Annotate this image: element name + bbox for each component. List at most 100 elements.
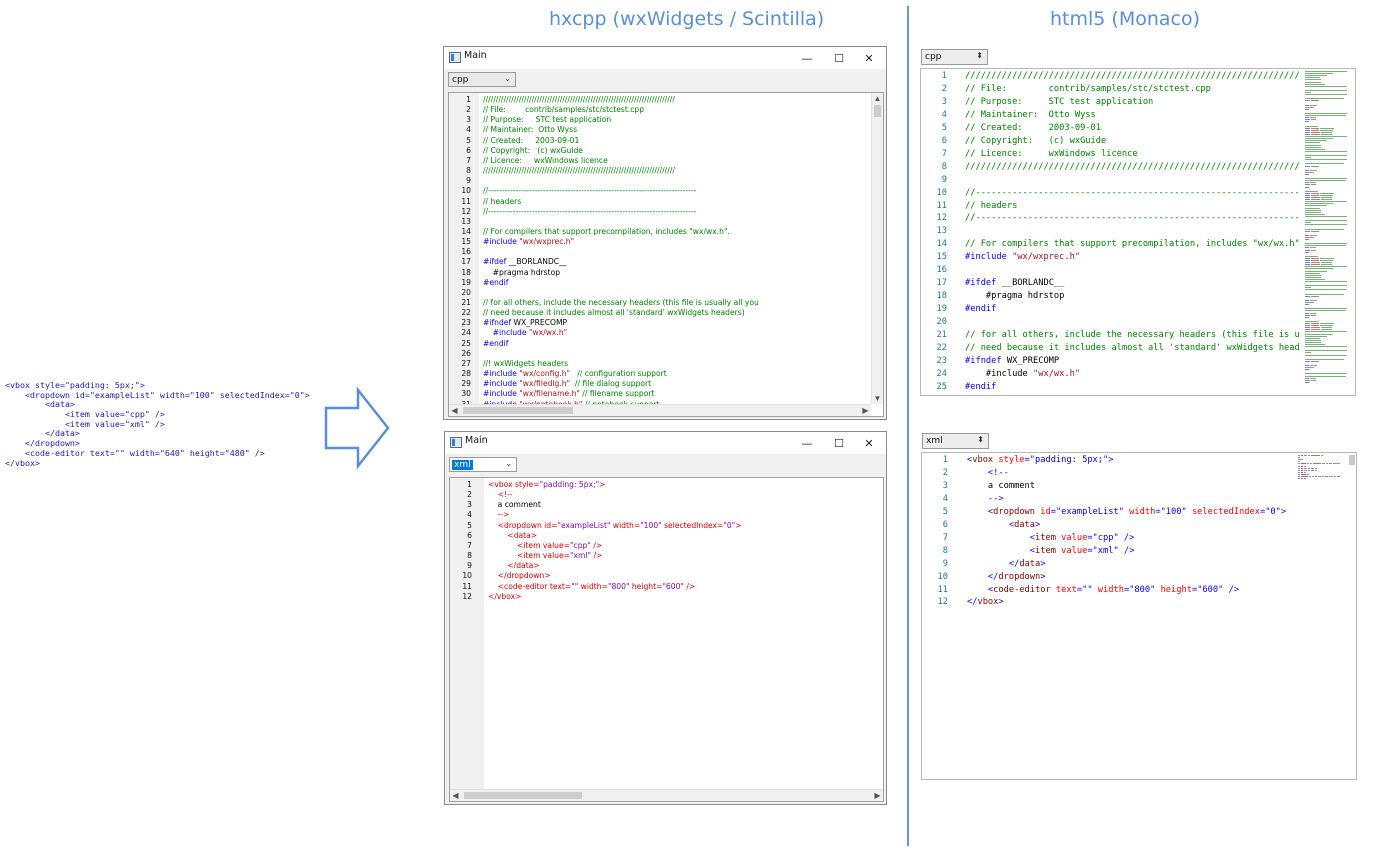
- horizontal-scrollbar[interactable]: ◀ ▶: [449, 404, 871, 416]
- line-number: 28: [461, 369, 471, 379]
- scroll-left-icon[interactable]: ◀: [451, 406, 458, 415]
- minimap[interactable]: [1296, 453, 1348, 779]
- code-token: vbox: [496, 591, 516, 601]
- code-line: #ifdef __BORLANDC__: [965, 278, 1064, 288]
- scroll-right-icon[interactable]: ▶: [862, 406, 869, 415]
- code-token: "xml": [1092, 545, 1119, 556]
- code-editor[interactable]: 1<vbox style="padding: 5px;">2 <!--3 a c…: [449, 477, 884, 802]
- minimap-line: [1305, 211, 1322, 213]
- code-text[interactable]: 1///////////////////////////////////////…: [449, 93, 871, 404]
- code-token: "xml": [570, 551, 592, 561]
- code-token: item: [523, 551, 541, 561]
- code-token: =: [1087, 545, 1093, 556]
- code-text[interactable]: 1<vbox style="padding: 5px;">2 <!--3 a c…: [450, 478, 883, 789]
- minimap-line: [1305, 320, 1318, 322]
- minimap-line: [1328, 463, 1332, 465]
- code-line: // need because it includes almost all '…: [965, 343, 1299, 353]
- source-line: <data>: [5, 400, 310, 410]
- code-line: <item value="xml" />: [488, 551, 602, 560]
- monaco-language-dropdown-xml[interactable]: xml ⬍: [922, 433, 989, 449]
- maximize-button[interactable]: ☐: [834, 436, 844, 450]
- code-line: <vbox style="padding: 5px;">: [967, 455, 1113, 465]
- monaco-editor-xml[interactable]: 1<vbox style="padding: 5px;">2 <!--3 a c…: [921, 452, 1357, 780]
- minimap-line: [1298, 457, 1301, 459]
- line-number: 13: [936, 226, 947, 237]
- code-token: "padding: 5px;": [1029, 455, 1109, 465]
- code-token: ////////////////////////////////////////…: [483, 95, 675, 104]
- line-number: 7: [466, 155, 471, 165]
- code-token: #ifdef: [965, 278, 1002, 289]
- scroll-right-icon[interactable]: ▶: [874, 791, 881, 800]
- code-token: "": [571, 581, 579, 591]
- monaco-editor-cpp[interactable]: 1///////////////////////////////////////…: [920, 68, 1356, 396]
- scroll-left-icon[interactable]: ◀: [452, 791, 459, 800]
- code-token: #endif: [965, 381, 997, 392]
- minimap-line: [1305, 251, 1309, 253]
- scroll-up-icon[interactable]: ▲: [873, 94, 882, 103]
- scroll-down-icon[interactable]: ▼: [873, 394, 882, 403]
- code-token: </: [967, 558, 1020, 569]
- minimap-line: [1305, 314, 1310, 316]
- minimap-line: [1320, 194, 1334, 196]
- minimap-line: [1305, 239, 1309, 240]
- minimap-line: [1305, 287, 1311, 289]
- code-line: #include "wx/wx.h": [965, 369, 1080, 379]
- code-line: // Purpose: STC test application: [483, 115, 611, 124]
- minimap-line: [1305, 117, 1310, 119]
- minimap[interactable]: [1303, 69, 1355, 395]
- line-number: 3: [467, 500, 472, 510]
- code-line: a comment: [967, 481, 1035, 491]
- scroll-thumb[interactable]: [464, 792, 582, 799]
- minimap-line: [1305, 178, 1347, 180]
- minimap-line: [1319, 257, 1334, 259]
- minimap-line: [1305, 365, 1309, 366]
- minimap-line: [1305, 155, 1347, 156]
- line-number: 10: [461, 186, 471, 196]
- minimap-line: [1306, 473, 1309, 475]
- scroll-thumb[interactable]: [463, 407, 573, 414]
- minimap-line: [1301, 455, 1304, 456]
- code-token: >: [515, 591, 522, 601]
- code-text[interactable]: 1///////////////////////////////////////…: [921, 69, 1299, 395]
- code-token: "padding: 5px;": [539, 480, 600, 489]
- minimap-line: [1305, 77, 1320, 79]
- source-token: </dropdown>: [5, 438, 80, 449]
- minimap-line: [1315, 467, 1318, 469]
- close-button[interactable]: ✕: [864, 51, 874, 65]
- chevron-down-icon: ⌄: [504, 74, 511, 83]
- source-line: <dropdown id="exampleList" width="100" s…: [5, 390, 310, 401]
- updown-arrows-icon: ⬍: [976, 51, 983, 60]
- minimap-line: [1298, 455, 1300, 456]
- code-token: =: [564, 581, 572, 591]
- code-line: </data>: [967, 558, 1046, 569]
- code-token: //--------------------------------------…: [965, 213, 1299, 224]
- minimap-line: [1309, 463, 1312, 465]
- line-number: 9: [467, 561, 472, 571]
- minimap-line: [1310, 262, 1320, 264]
- code-editor[interactable]: 1///////////////////////////////////////…: [448, 92, 884, 417]
- code-token: "wx/filedlg.h": [519, 379, 571, 389]
- vertical-scrollbar[interactable]: ▲ ▼: [871, 93, 883, 404]
- scroll-thumb[interactable]: [1349, 455, 1355, 465]
- line-number: 11: [462, 581, 472, 591]
- code-text[interactable]: 1<vbox style="padding: 5px;">2 <!--3 a c…: [922, 453, 1300, 779]
- maximize-button[interactable]: ☐: [834, 51, 844, 65]
- minimap-line: [1301, 478, 1304, 480]
- minimap-line: [1305, 199, 1310, 201]
- language-dropdown[interactable]: xml ⌄: [449, 457, 517, 472]
- minimap-line: [1305, 243, 1347, 245]
- minimap-line: [1305, 337, 1320, 339]
- language-dropdown[interactable]: cpp ⌄: [448, 72, 516, 87]
- minimap-line: [1319, 192, 1334, 194]
- horizontal-scrollbar[interactable]: ◀ ▶: [450, 789, 883, 801]
- monaco-language-dropdown-cpp[interactable]: cpp ⬍: [921, 49, 988, 65]
- scroll-thumb[interactable]: [874, 105, 881, 117]
- minimap-line: [1305, 115, 1346, 117]
- code-token: =: [1259, 506, 1266, 517]
- minimize-button[interactable]: —: [801, 51, 813, 65]
- minimize-button[interactable]: —: [801, 436, 813, 450]
- close-button[interactable]: ✕: [864, 436, 874, 450]
- minimap-line: [1322, 476, 1324, 477]
- code-token: ////////////////////////////////////////…: [965, 161, 1299, 172]
- line-number: 5: [467, 520, 472, 530]
